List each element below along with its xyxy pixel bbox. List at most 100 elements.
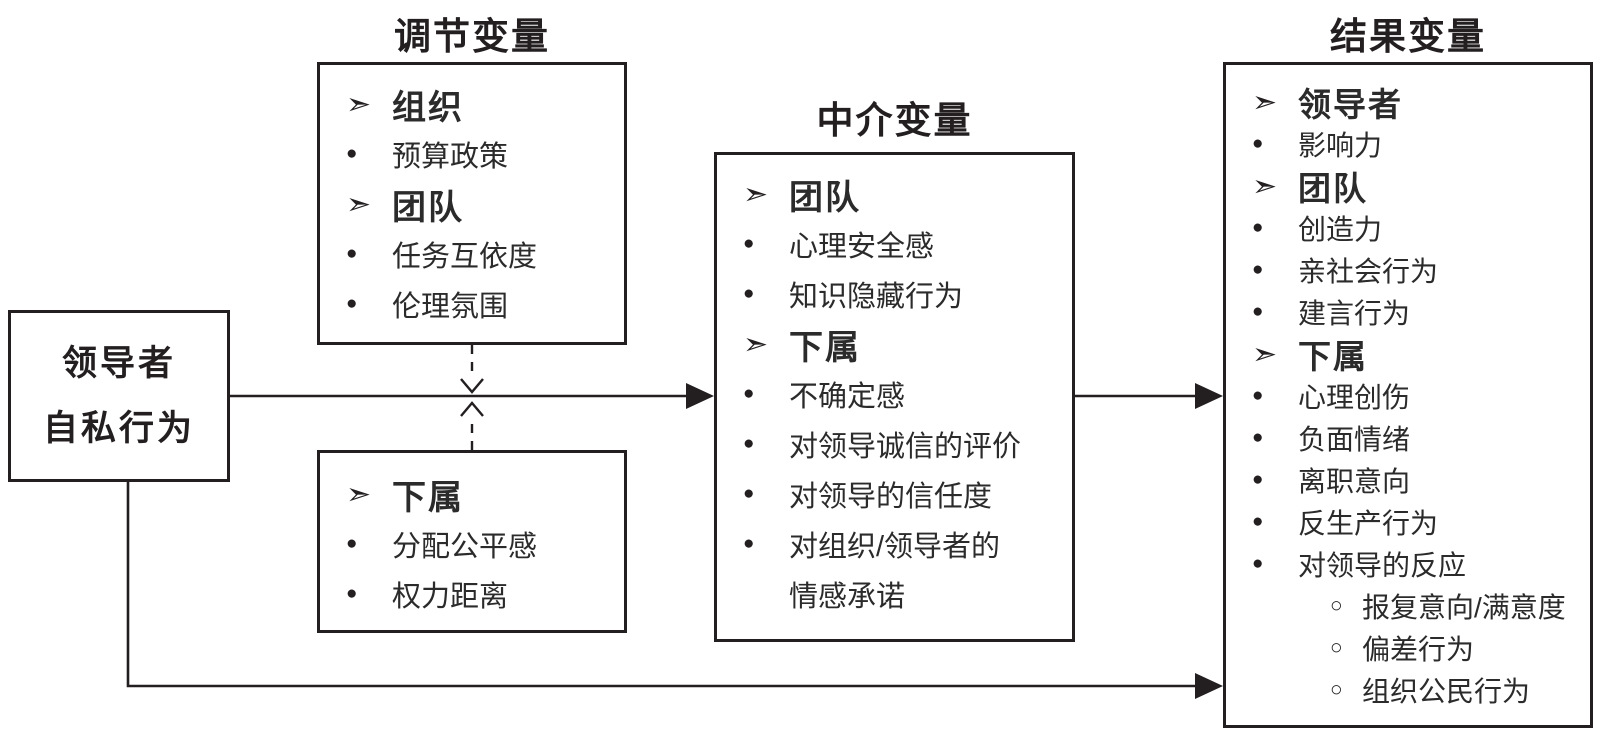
bullet-icon: ● bbox=[743, 483, 755, 504]
item-label: 任务互依度 bbox=[392, 241, 538, 273]
list-item: ● 建言行为 bbox=[1252, 291, 1590, 333]
outcome-box: ➣ 领导者 ● 影响力 ➣ 团队 ● 创造力 ● 亲社会行为 ● 建言行为 ➣ … bbox=[1223, 62, 1593, 728]
sub-item-label: 偏差行为 bbox=[1362, 634, 1475, 665]
item-label: 负面情绪 bbox=[1298, 424, 1411, 455]
group-heading-row: ➣ 组织 bbox=[346, 79, 624, 129]
item-label: 分配公平感 bbox=[392, 531, 538, 563]
item-label: 权力距离 bbox=[392, 581, 509, 613]
group-heading-row: ➣ 团队 bbox=[346, 179, 624, 229]
group-heading: 下属 bbox=[392, 478, 464, 517]
group-heading: 团队 bbox=[1298, 170, 1368, 207]
arrowhead-to-mediator-icon bbox=[686, 383, 714, 409]
group-arrow-icon: ➣ bbox=[346, 87, 372, 121]
bullet-icon: ● bbox=[1252, 469, 1264, 490]
group-heading: 组织 bbox=[392, 88, 464, 127]
list-item: ● 分配公平感 bbox=[346, 519, 624, 569]
mediator-variables-title: 中介变量 bbox=[816, 100, 973, 141]
group-arrow-icon: ➣ bbox=[346, 477, 372, 511]
sub-item-label: 组织公民行为 bbox=[1362, 676, 1531, 707]
item-label: 情感承诺 bbox=[789, 581, 906, 613]
list-item: ● 心理安全感 bbox=[743, 219, 1072, 269]
bullet-icon: ● bbox=[1252, 385, 1264, 406]
bullet-icon: ● bbox=[743, 233, 755, 254]
item-label: 心理创伤 bbox=[1298, 382, 1411, 413]
item-label: 影响力 bbox=[1298, 130, 1383, 161]
bullet-icon: ● bbox=[1252, 301, 1264, 322]
list-item: ● 离职意向 bbox=[1252, 459, 1590, 501]
mediator-box: ➣ 团队 ● 心理安全感 ● 知识隐藏行为 ➣ 下属 ● 不确定感 ● 对领导诚… bbox=[714, 152, 1075, 642]
sub-list-item: ○ 报复意向/满意度 bbox=[1252, 585, 1590, 627]
circle-bullet-icon: ○ bbox=[1330, 594, 1343, 617]
antecedent-line-1: 领导者 bbox=[61, 343, 176, 383]
item-label: 对领导诚信的评价 bbox=[789, 431, 1022, 463]
arrowhead-direct-to-outcome-icon bbox=[1195, 673, 1223, 699]
antecedent-box: 领导者 自私行为 bbox=[8, 310, 230, 482]
group-arrow-icon: ➣ bbox=[743, 177, 769, 211]
group-heading: 下属 bbox=[789, 328, 861, 367]
bullet-icon: ● bbox=[1252, 217, 1264, 238]
bullet-icon: ● bbox=[743, 533, 755, 554]
bullet-icon: ● bbox=[346, 243, 358, 264]
group-arrow-icon: ➣ bbox=[346, 187, 372, 221]
item-label: 对组织/领导者的 bbox=[789, 531, 1001, 563]
list-item: ● 权力距离 bbox=[346, 569, 624, 619]
item-label: 知识隐藏行为 bbox=[789, 281, 964, 313]
sub-list-item: ○ 组织公民行为 bbox=[1252, 669, 1590, 711]
moderator-variables-title: 调节变量 bbox=[394, 16, 550, 57]
list-item: ● 反生产行为 bbox=[1252, 501, 1590, 543]
list-item: ● 知识隐藏行为 bbox=[743, 269, 1072, 319]
list-item: ● 预算政策 bbox=[346, 129, 624, 179]
arrowhead-to-outcome-icon bbox=[1195, 383, 1223, 409]
list-item: ● 创造力 bbox=[1252, 207, 1590, 249]
bullet-icon: ● bbox=[346, 533, 358, 554]
item-label: 反生产行为 bbox=[1298, 508, 1439, 539]
bullet-icon: ● bbox=[346, 583, 358, 604]
bullet-icon: ● bbox=[743, 433, 755, 454]
list-item: ● 任务互依度 bbox=[346, 229, 624, 279]
group-heading: 下属 bbox=[1298, 338, 1368, 375]
list-item: ● 不确定感 bbox=[743, 369, 1072, 419]
bullet-icon: ● bbox=[743, 383, 755, 404]
item-label: 建言行为 bbox=[1298, 298, 1411, 329]
bullet-icon: ● bbox=[743, 283, 755, 304]
sub-item-label: 报复意向/满意度 bbox=[1362, 592, 1566, 623]
list-item: ● 对组织/领导者的 bbox=[743, 519, 1072, 569]
bullet-icon: ● bbox=[1252, 133, 1264, 154]
list-item-continuation: 情感承诺 bbox=[743, 569, 1072, 619]
group-arrow-icon: ➣ bbox=[743, 327, 769, 361]
item-label: 伦理氛围 bbox=[392, 291, 509, 323]
group-heading-row: ➣ 团队 bbox=[1252, 165, 1590, 208]
item-label: 离职意向 bbox=[1298, 466, 1411, 497]
list-item: ● 伦理氛围 bbox=[346, 279, 624, 329]
antecedent-line-2: 自私行为 bbox=[42, 408, 195, 448]
bullet-icon: ● bbox=[1252, 427, 1264, 448]
bullet-icon: ● bbox=[1252, 259, 1264, 280]
list-item: ● 负面情绪 bbox=[1252, 417, 1590, 459]
item-label: 心理安全感 bbox=[789, 231, 935, 263]
sub-list-item: ○ 偏差行为 bbox=[1252, 627, 1590, 669]
item-label: 对领导的反应 bbox=[1298, 550, 1467, 581]
group-heading: 领导者 bbox=[1298, 86, 1403, 123]
list-item: ● 亲社会行为 bbox=[1252, 249, 1590, 291]
item-label: 预算政策 bbox=[392, 141, 509, 173]
outcome-variables-title: 结果变量 bbox=[1330, 16, 1486, 57]
group-arrow-icon: ➣ bbox=[1252, 85, 1278, 119]
moderator-bottom-box: ➣ 下属 ● 分配公平感 ● 权力距离 bbox=[317, 450, 627, 633]
group-arrow-icon: ➣ bbox=[1252, 337, 1278, 371]
moderator-top-box: ➣ 组织 ● 预算政策 ➣ 团队 ● 任务互依度 ● 伦理氛围 bbox=[317, 62, 627, 345]
circle-bullet-icon: ○ bbox=[1330, 636, 1343, 659]
bullet-icon: ● bbox=[1252, 553, 1264, 574]
item-label: 亲社会行为 bbox=[1298, 256, 1439, 287]
group-heading-row: ➣ 下属 bbox=[346, 469, 624, 519]
open-arrowhead-down-icon bbox=[460, 378, 484, 394]
item-label: 创造力 bbox=[1298, 214, 1383, 245]
list-item: ● 心理创伤 bbox=[1252, 375, 1590, 417]
list-item: ● 对领导的信任度 bbox=[743, 469, 1072, 519]
group-heading: 团队 bbox=[789, 178, 861, 217]
group-heading-row: ➣ 下属 bbox=[1252, 333, 1590, 376]
list-item: ● 影响力 bbox=[1252, 123, 1590, 165]
circle-bullet-icon: ○ bbox=[1330, 678, 1343, 701]
list-item: ● 对领导诚信的评价 bbox=[743, 419, 1072, 469]
bullet-icon: ● bbox=[1252, 511, 1264, 532]
